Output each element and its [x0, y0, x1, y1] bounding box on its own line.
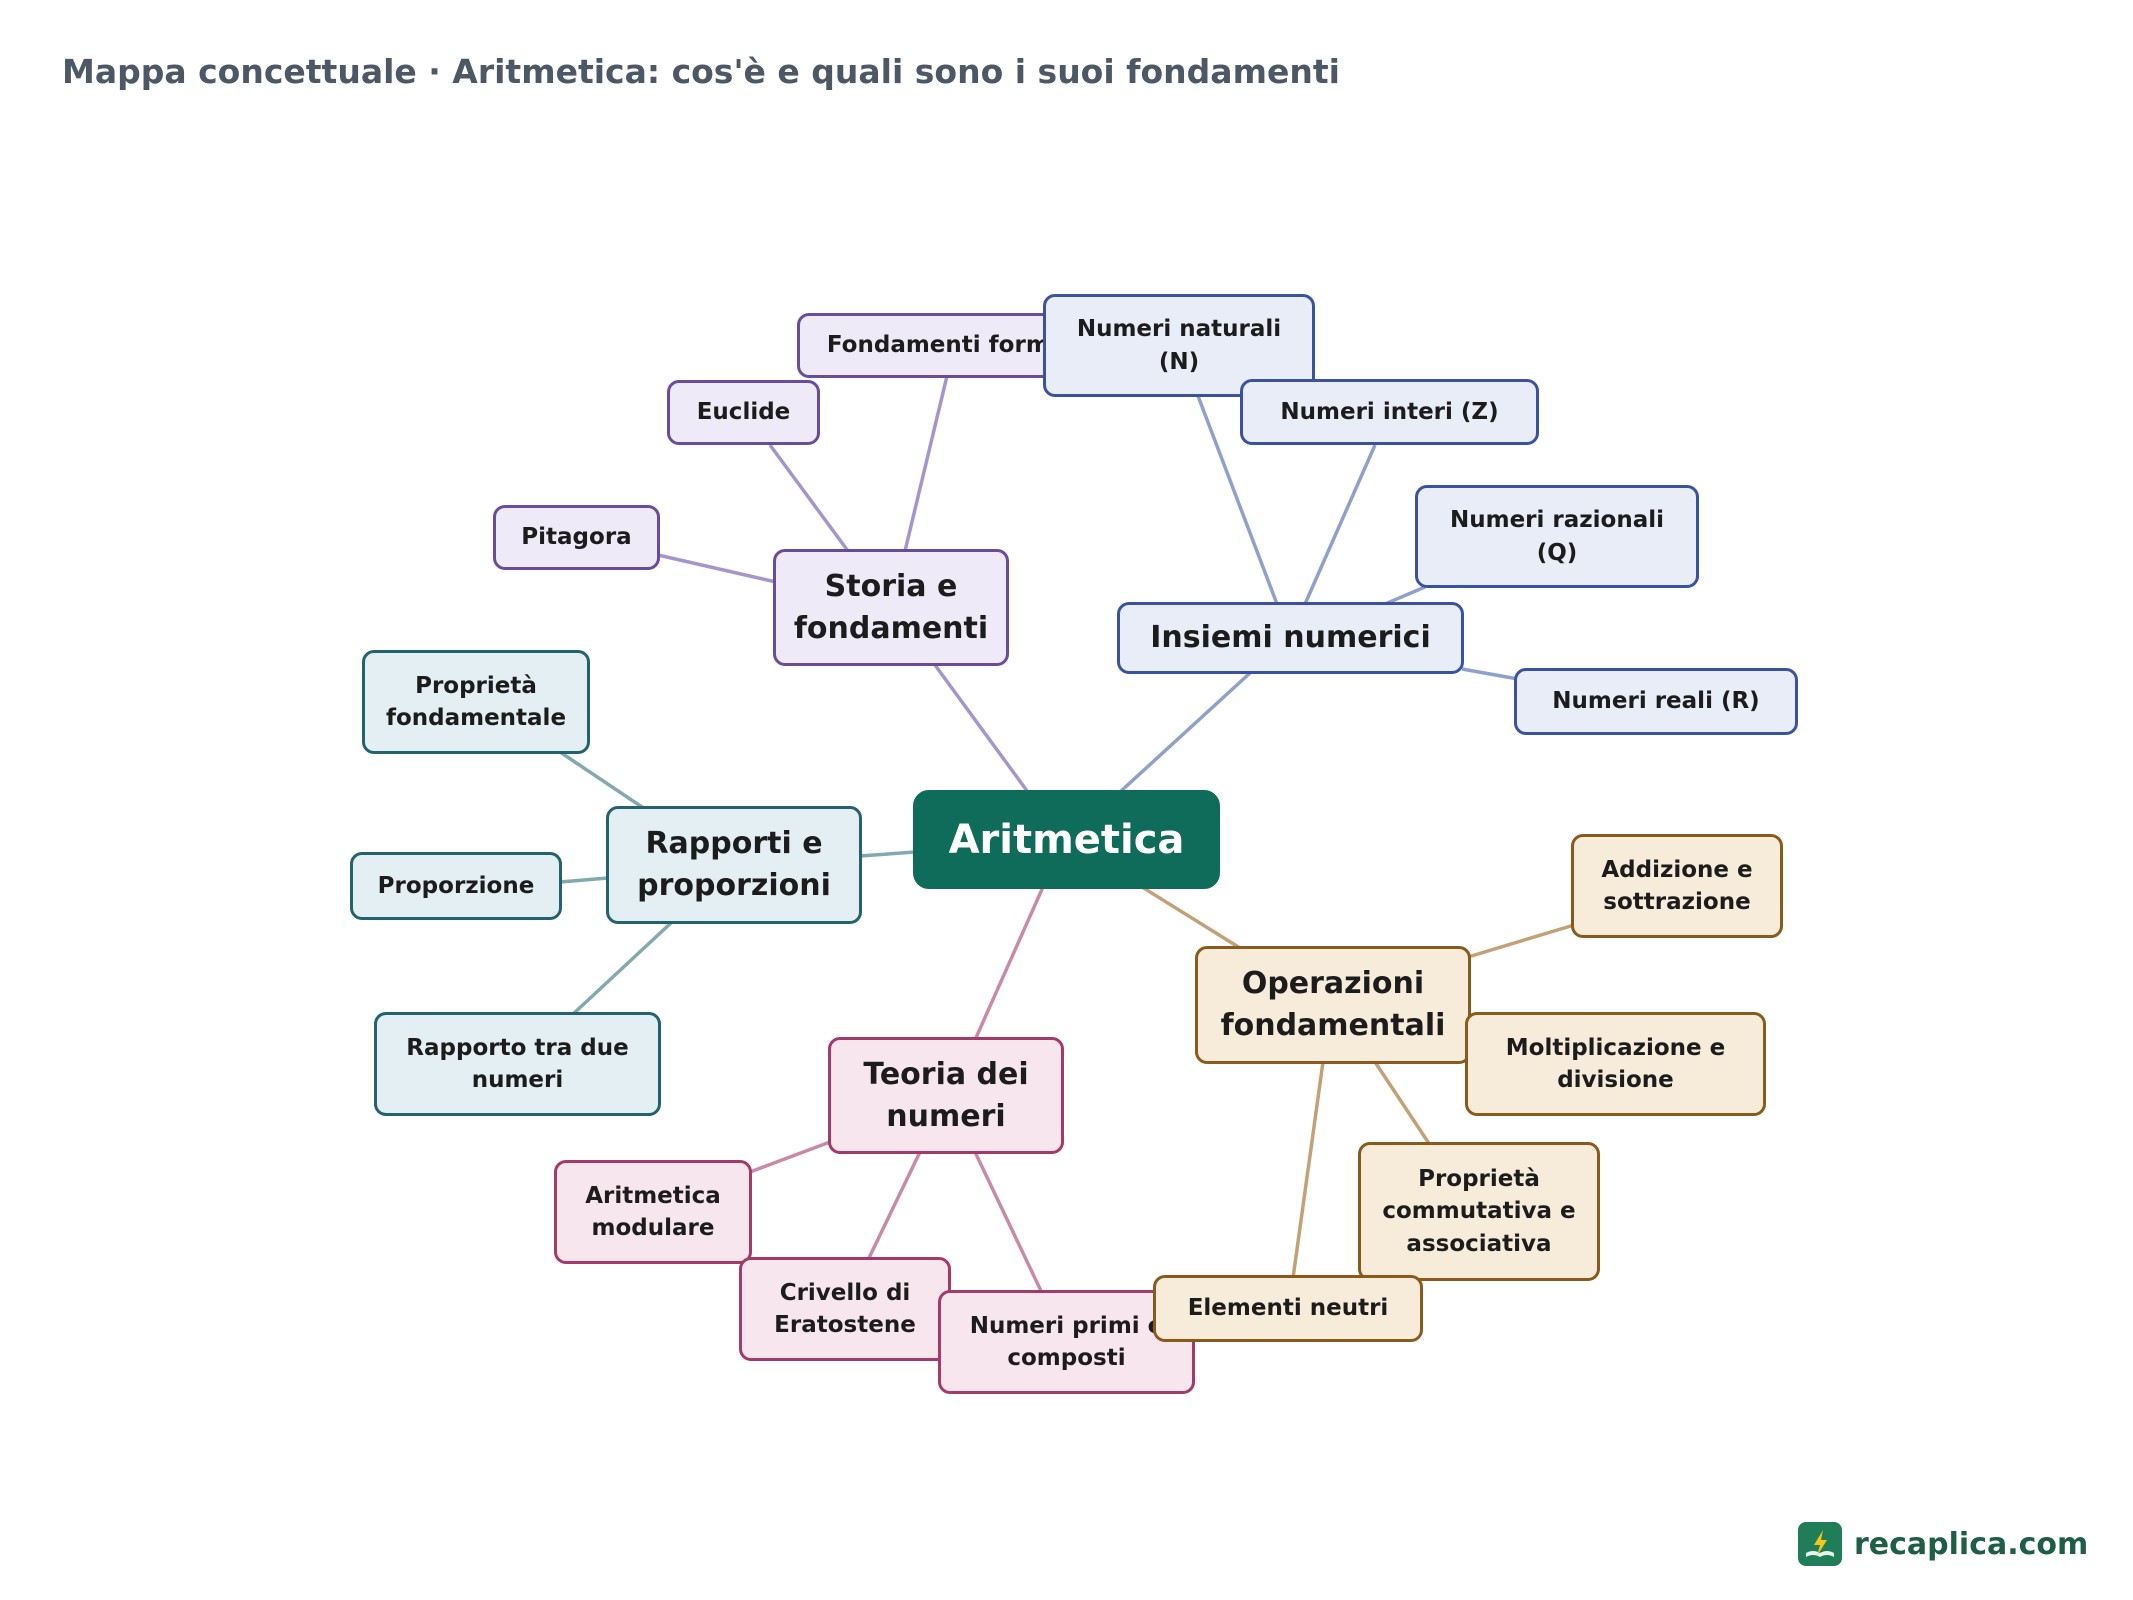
node-rapporto-tra-due-numeri[interactable]: Rapporto tra due numeri [374, 1012, 661, 1116]
link-root-rapporti [859, 850, 916, 858]
node-numeri-razionali[interactable]: Numeri razionali (Q) [1415, 485, 1699, 588]
node-euclide[interactable]: Euclide [667, 380, 820, 445]
node-storia-e-fondamenti[interactable]: Storia e fondamenti [773, 549, 1009, 666]
link-insiemi-naturali [1196, 395, 1279, 605]
link-root-teoria [973, 886, 1045, 1041]
node-aritmetica-root[interactable]: Aritmetica [913, 790, 1220, 889]
node-proporzione[interactable]: Proporzione [350, 852, 562, 920]
brand-logo[interactable]: recaplica.com [1798, 1522, 2088, 1566]
link-teoria-crivello [866, 1151, 922, 1261]
node-teoria-dei-numeri[interactable]: Teoria dei numeri [828, 1037, 1064, 1154]
node-numeri-primi-e-composti[interactable]: Numeri primi e composti [938, 1290, 1195, 1394]
node-numeri-naturali[interactable]: Numeri naturali (N) [1043, 294, 1315, 397]
link-insiemi-interi [1303, 444, 1377, 605]
link-teoria-primi [973, 1151, 1044, 1294]
node-numeri-reali[interactable]: Numeri reali (R) [1514, 668, 1798, 735]
node-addizione-e-sottrazione[interactable]: Addizione e sottrazione [1571, 834, 1783, 938]
link-storia-euclide [768, 443, 850, 553]
node-operazioni-fondamentali[interactable]: Operazioni fondamentali [1195, 946, 1471, 1064]
node-aritmetica-modulare[interactable]: Aritmetica modulare [554, 1160, 752, 1264]
node-insiemi-numerici[interactable]: Insiemi numerici [1117, 602, 1464, 674]
link-rapporti-rapporto [570, 920, 674, 1017]
page-title: Mappa concettuale · Aritmetica: cos'è e … [62, 52, 1340, 91]
node-moltiplicazione-e-divisione[interactable]: Moltiplicazione e divisione [1465, 1012, 1766, 1116]
link-teoria-modulare [749, 1140, 831, 1174]
link-operazioni-neutri [1291, 1061, 1325, 1279]
link-storia-pitagora [657, 553, 777, 584]
link-insiemi-razionali [1384, 585, 1426, 606]
link-root-operazioni [1141, 885, 1241, 950]
link-storia-formali [903, 375, 949, 552]
node-proprieta-fondamentale[interactable]: Proprietà fondamentale [362, 650, 590, 754]
node-crivello-di-eratostene[interactable]: Crivello di Eratostene [739, 1257, 951, 1361]
link-operazioni-addizione [1467, 923, 1575, 959]
link-insiemi-reali [1461, 667, 1519, 681]
logo-text: recaplica.com [1854, 1526, 2089, 1562]
link-root-insiemi [1118, 671, 1252, 794]
node-proprieta-commutativa-e-associativa[interactable]: Proprietà commutativa e associativa [1358, 1142, 1600, 1281]
node-rapporti-e-proporzioni[interactable]: Rapporti e proporzioni [606, 806, 862, 924]
node-elementi-neutri[interactable]: Elementi neutri [1153, 1275, 1423, 1342]
bolt-book-icon [1798, 1522, 1842, 1566]
link-operazioni-proprieta [1373, 1061, 1432, 1146]
link-rapporti-proporzione [559, 876, 609, 884]
node-numeri-interi[interactable]: Numeri interi (Z) [1240, 379, 1539, 445]
link-rapporti-proprieta [559, 750, 646, 811]
link-root-storia [933, 663, 1032, 797]
node-pitagora[interactable]: Pitagora [493, 505, 660, 570]
